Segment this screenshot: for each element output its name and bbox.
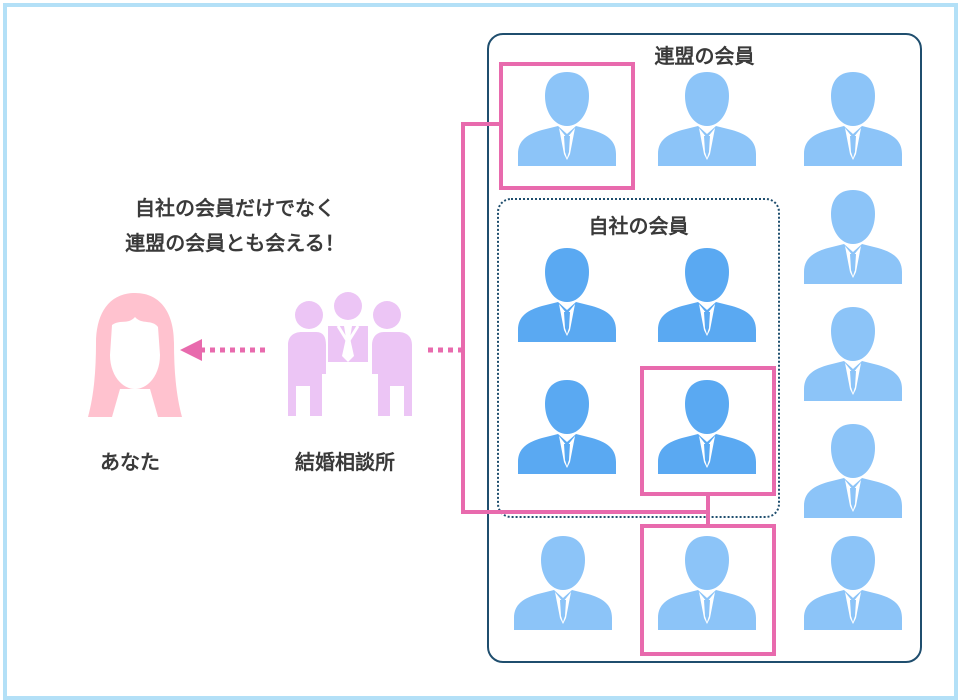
headline-line-2: 連盟の会員とも会える！ (125, 231, 345, 255)
company-members-title: 自社の会員 (588, 214, 689, 238)
highlight-box (499, 62, 635, 190)
outer-frame (3, 3, 958, 700)
union-members-box (487, 33, 922, 663)
you-label: あなた (100, 450, 160, 474)
matchmaking-agency-icon (280, 290, 420, 420)
union-members-title: 連盟の会員 (654, 44, 755, 68)
woman-icon (80, 285, 190, 435)
highlight-box (640, 366, 776, 496)
matchmaking-agency-label: 結婚相談所 (295, 450, 395, 474)
headline-line-1: 自社の会員だけでなく (135, 196, 335, 220)
company-members-box (497, 198, 780, 518)
